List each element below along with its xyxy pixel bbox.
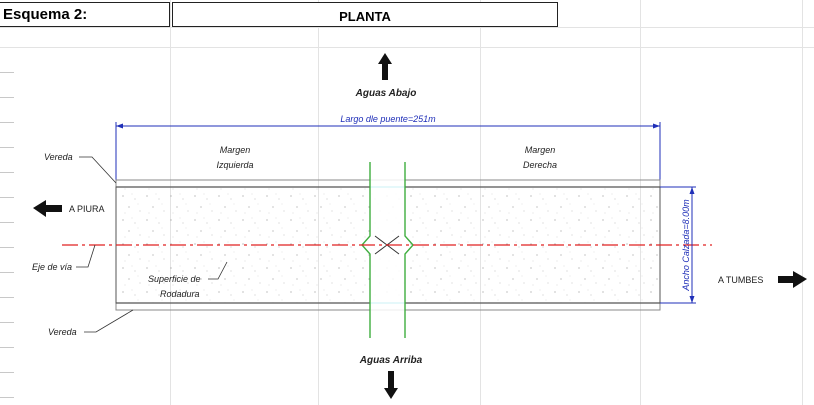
width-dimension-text: Ancho Calzada=8.00m (681, 199, 691, 292)
row-divider (0, 27, 814, 28)
flow-label-downstream: Aguas Abajo (355, 88, 417, 99)
arrow-up-icon (378, 53, 392, 80)
surface-label-line2: Rodadura (160, 289, 200, 299)
leader-line (208, 261, 228, 280)
arrow-left-icon (33, 200, 62, 217)
flow-label-upstream: Aguas Arriba (359, 355, 423, 366)
left-margin-label-line1: Margen (220, 145, 251, 155)
row-divider (0, 47, 814, 48)
title-cell[interactable]: Esquema 2: (0, 2, 170, 27)
width-dimension-line (660, 186, 696, 304)
sidewalk-top-label: Vereda (44, 152, 73, 162)
sidewalk-bottom-label: Vereda (48, 327, 77, 337)
leader-line (76, 244, 96, 268)
right-margin-label-line2: Derecha (523, 160, 557, 170)
length-dimension-text: Largo dle puente=251m (340, 114, 436, 124)
left-margin-label-line2: Izquierda (216, 160, 253, 170)
leader-line (84, 309, 134, 333)
arrow-down-icon (384, 371, 398, 399)
column-divider (802, 0, 803, 405)
length-dimension-line (115, 122, 661, 180)
left-destination-label: A PIURA (69, 204, 105, 214)
leader-line (79, 156, 117, 184)
surface-label-line1: Superficie de (148, 274, 201, 284)
header-cell-planta[interactable]: PLANTA (172, 2, 558, 27)
axis-label: Eje de vía (32, 262, 72, 272)
right-destination-label: A TUMBES (718, 275, 763, 285)
arrow-right-icon (778, 271, 807, 288)
right-margin-label-line1: Margen (525, 145, 556, 155)
